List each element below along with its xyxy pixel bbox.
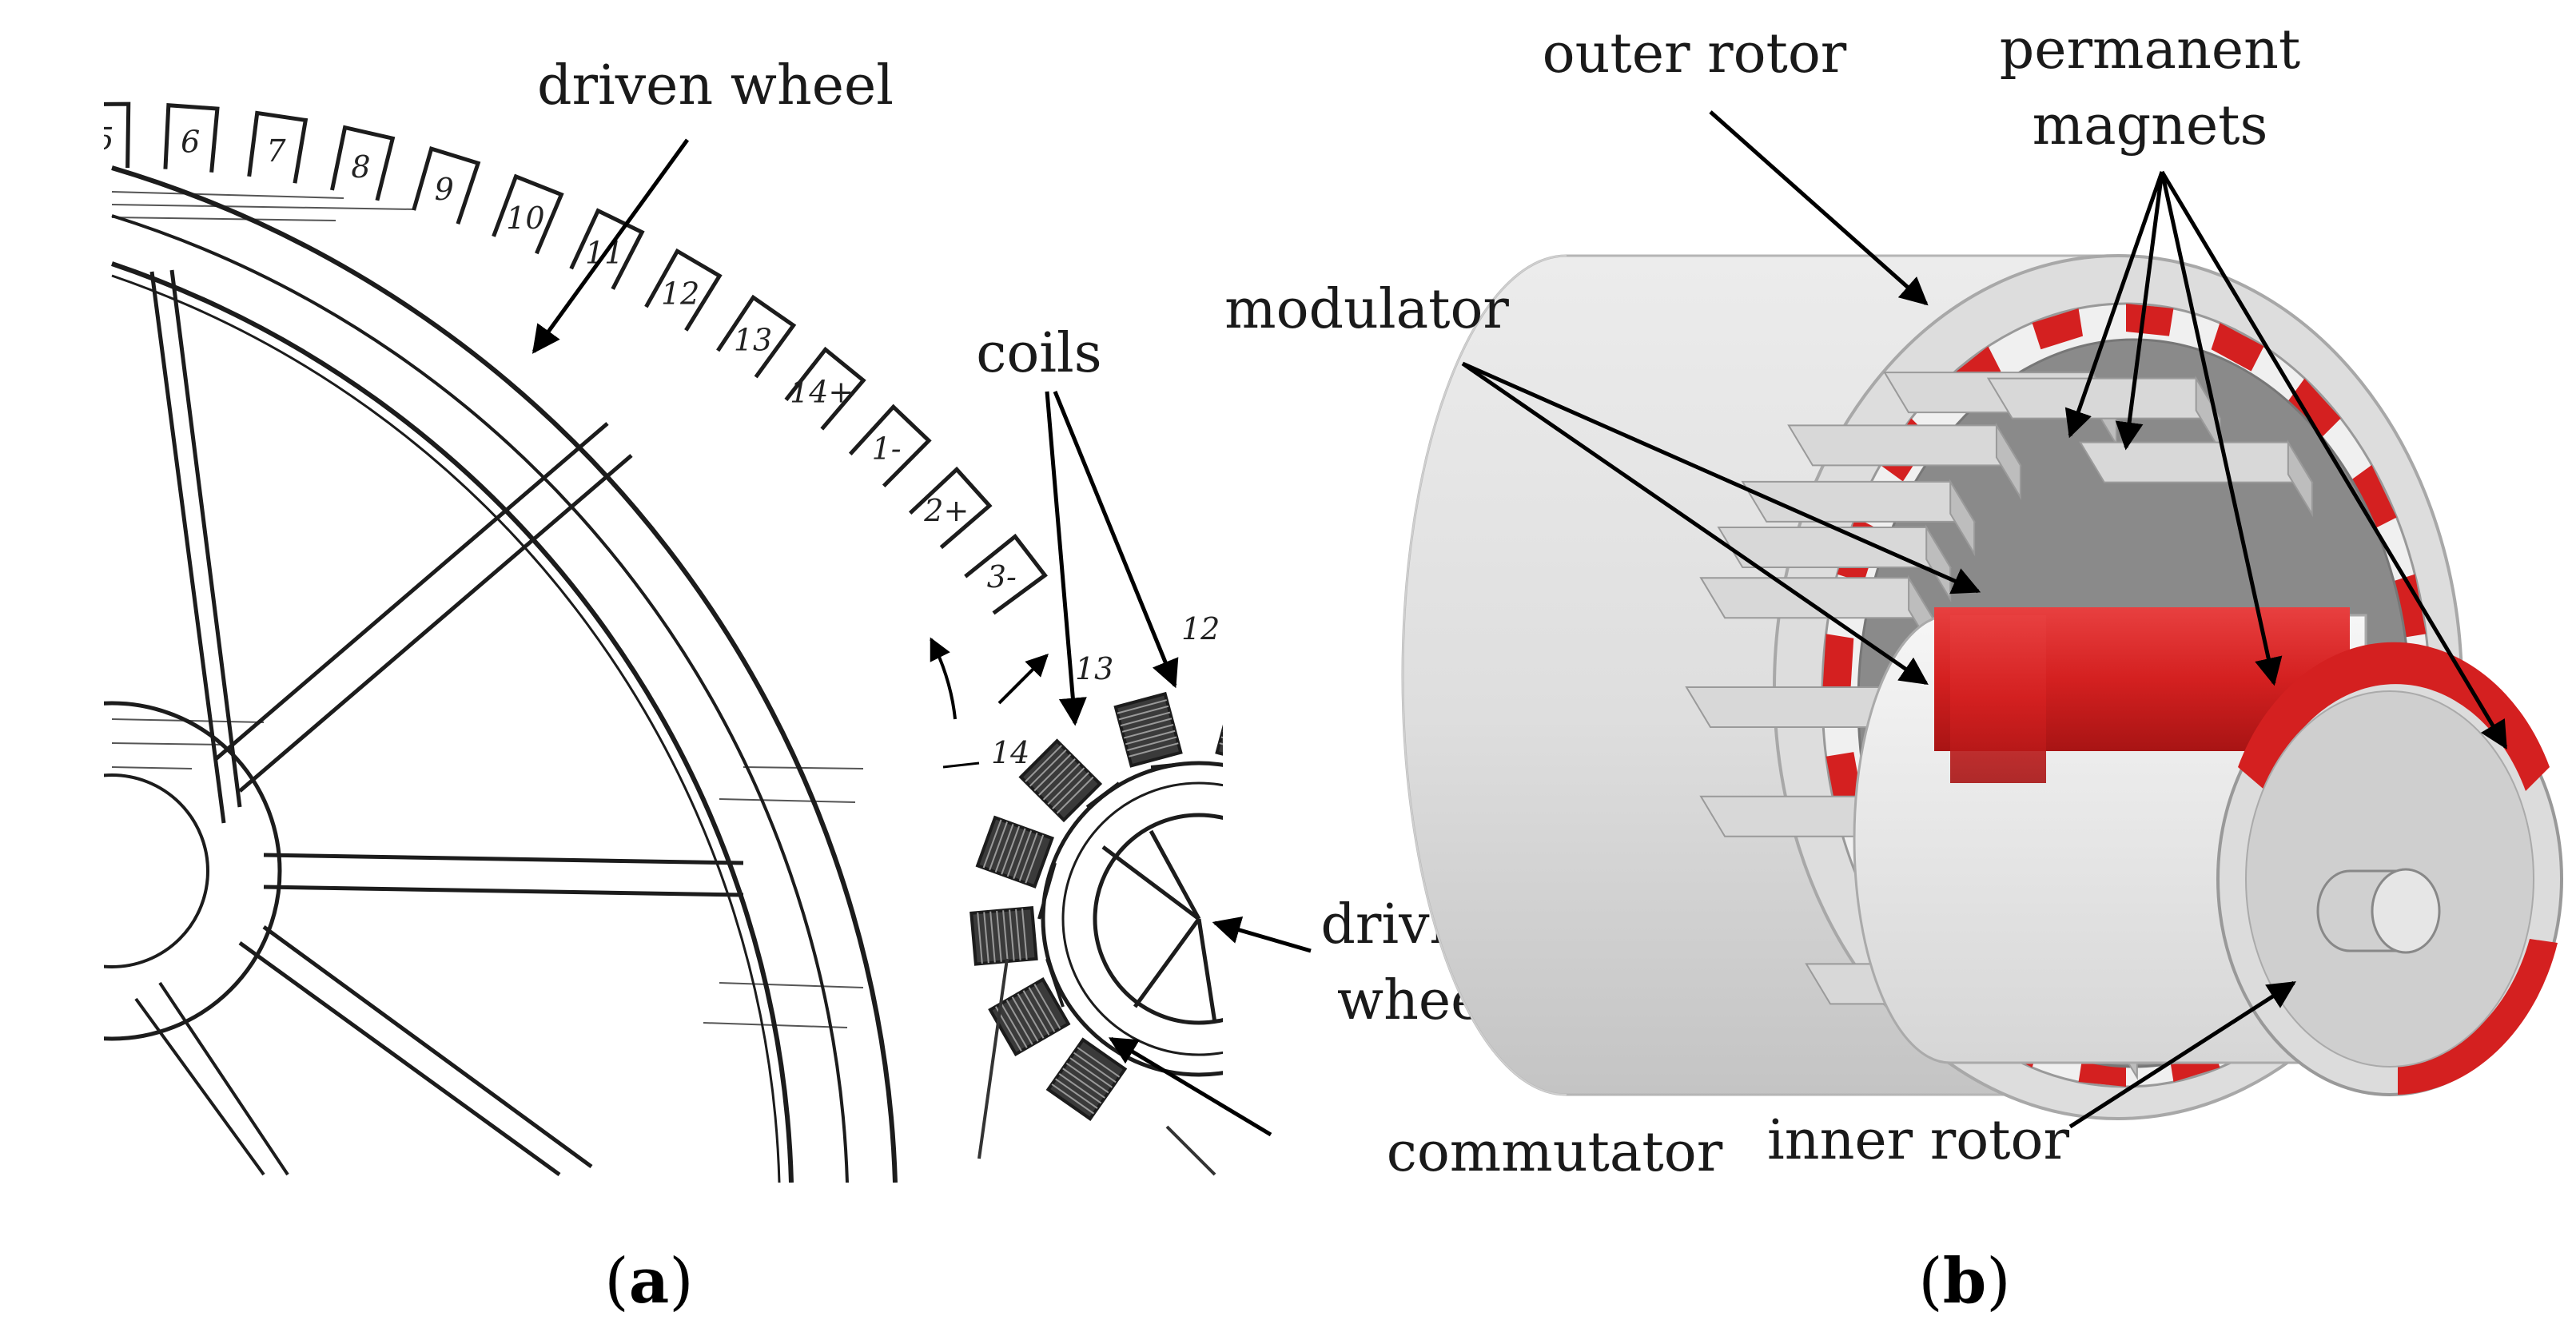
rotation-arrow-driving [997, 654, 1049, 705]
arrow-outer-rotor [1709, 110, 1929, 306]
wheel-tooth [784, 346, 866, 431]
arrow-modulator-2 [1461, 361, 1929, 686]
lead-line [942, 761, 980, 769]
coil [988, 977, 1071, 1056]
arrow-magnet-2 [2115, 171, 2164, 451]
outer-magnet-segment [2349, 464, 2397, 531]
wheel-tooth [716, 294, 797, 379]
tooth-number: 1- [872, 431, 902, 467]
label-outer-rotor: outer rotor [1543, 22, 1847, 85]
arrow-magnet-3 [2160, 171, 2283, 686]
arrow-coil-1 [1045, 391, 1087, 726]
hatching [111, 191, 864, 1028]
outer-magnet-segment [1822, 634, 1854, 695]
tooth-number: 3- [987, 559, 1017, 594]
coil-number: 14 [991, 735, 1029, 770]
wheel-tooth [330, 125, 396, 201]
coil [1215, 691, 1223, 768]
outer-magnet-segment [2287, 378, 2341, 439]
rotation-arrow [930, 637, 957, 720]
modulator-bar [1699, 575, 1934, 653]
modulator-bar [2079, 439, 2314, 518]
coil-number: 13 [1075, 651, 1113, 686]
caption-b: (b) [1918, 1245, 2010, 1318]
label-permanent-magnets-line1: permanent [2000, 18, 2300, 82]
arrow-coil-2 [1053, 391, 1179, 689]
label-inner-rotor: inner rotor [1767, 1109, 2069, 1172]
label-commutator: commutator [1387, 1121, 1723, 1184]
coil [1045, 1037, 1128, 1121]
wheel-tooth [492, 173, 564, 255]
wheel-teeth [0, 101, 1048, 615]
wheel-tooth [569, 208, 645, 290]
tooth-number: 14+ [790, 374, 854, 409]
wheel-tooth [644, 248, 723, 332]
wheel-tooth [0, 106, 43, 174]
wheel-tooth [964, 533, 1048, 615]
tooth-number: 13 [734, 322, 772, 357]
coil [975, 815, 1054, 889]
coil-numbers: 12 13 14 [991, 611, 1220, 770]
tooth-number: 5 [94, 121, 113, 157]
arrow-driving-wheel [1212, 917, 1312, 953]
caption-a: (a) [604, 1245, 693, 1318]
coil [1113, 691, 1183, 768]
tooth-number: 2+ [923, 493, 969, 528]
coil [1018, 738, 1103, 823]
coil-number: 12 [1181, 611, 1220, 646]
arrow-commutator [1108, 1036, 1272, 1137]
label-coils: coils [976, 322, 1101, 385]
driven-wheel [104, 165, 898, 1183]
tooth-number: 6 [181, 124, 200, 159]
wheel-tooth [163, 103, 220, 173]
modulator-bar [1717, 524, 1952, 602]
label-driven-wheel: driven wheel [537, 54, 894, 117]
tooth-number: 7 [266, 133, 286, 169]
driving-wheel [1037, 761, 1223, 1080]
tooth-number: 4 [8, 125, 28, 161]
wheel-tooth [908, 466, 993, 550]
tooth-number: 10 [506, 201, 544, 236]
wheel-tooth [247, 110, 309, 184]
modulator-bar [1986, 376, 2222, 454]
outer-magnet-segment [2032, 308, 2084, 350]
wire-lines [977, 958, 1216, 1176]
inner-face-magnet-top [2238, 642, 2550, 791]
outer-magnet-segment [2126, 304, 2174, 336]
wheel-tooth [848, 404, 932, 487]
wheel-tooth [104, 101, 131, 169]
label-permanent-magnets-line2: magnets [2033, 94, 2268, 157]
arrow-driven-wheel [532, 138, 690, 354]
arrow-modulator-1 [1461, 361, 1981, 594]
wheel-tooth [412, 146, 481, 225]
tooth-number: 12 [661, 276, 699, 311]
arrow-magnet-1 [2064, 171, 2164, 439]
label-modulator: modulator [1224, 278, 1509, 341]
outer-magnet-segment [2211, 322, 2264, 372]
coil [969, 905, 1038, 966]
modulator-bar [1787, 422, 2022, 500]
arrow-inner-rotor [2068, 980, 2296, 1129]
tooth-number: 8 [351, 149, 370, 185]
tooth-number: 9 [435, 172, 454, 207]
arrow-magnet-4 [2160, 170, 2508, 750]
coils [969, 691, 1223, 1121]
panel-b-model [1401, 254, 2563, 1120]
